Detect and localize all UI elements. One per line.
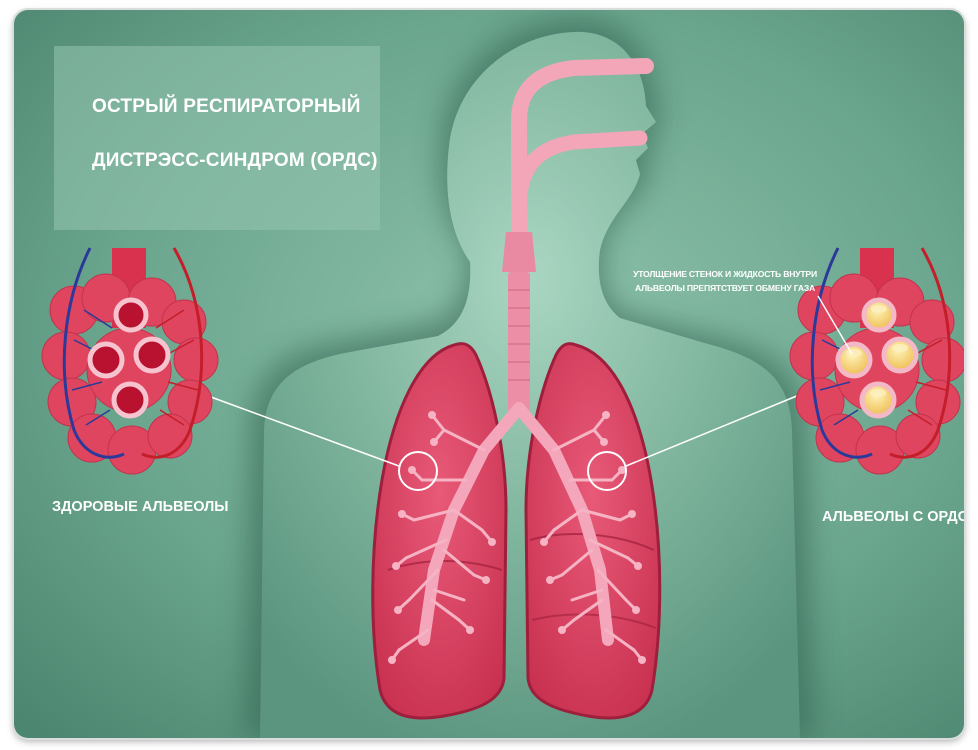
ards-note-line-2: АЛЬВЕОЛЫ ПРЕПЯТСТВУЕТ ОБМЕНУ ГАЗА [610, 282, 840, 295]
title-panel [54, 46, 380, 230]
larynx [502, 232, 536, 272]
trachea [508, 272, 530, 412]
title-line-1: ОСТРЫЙ РЕСПИРАТОРНЫЙ [92, 96, 361, 118]
title-line-2: ДИСТРЭСС-СИНДРОМ (ОРДС) [92, 150, 378, 172]
healthy-alveoli-label: ЗДОРОВЫЕ АЛЬВЕОЛЫ [52, 499, 229, 515]
ards-alveoli-label: АЛЬВЕОЛЫ С ОРДС [822, 509, 964, 525]
infographic-frame: ОСТРЫЙ РЕСПИРАТОРНЫЙ ДИСТРЭСС-СИНДРОМ (О… [14, 10, 964, 738]
ards-note-line-1: УТОЛЩЕНИЕ СТЕНОК И ЖИДКОСТЬ ВНУТРИ [610, 268, 840, 281]
